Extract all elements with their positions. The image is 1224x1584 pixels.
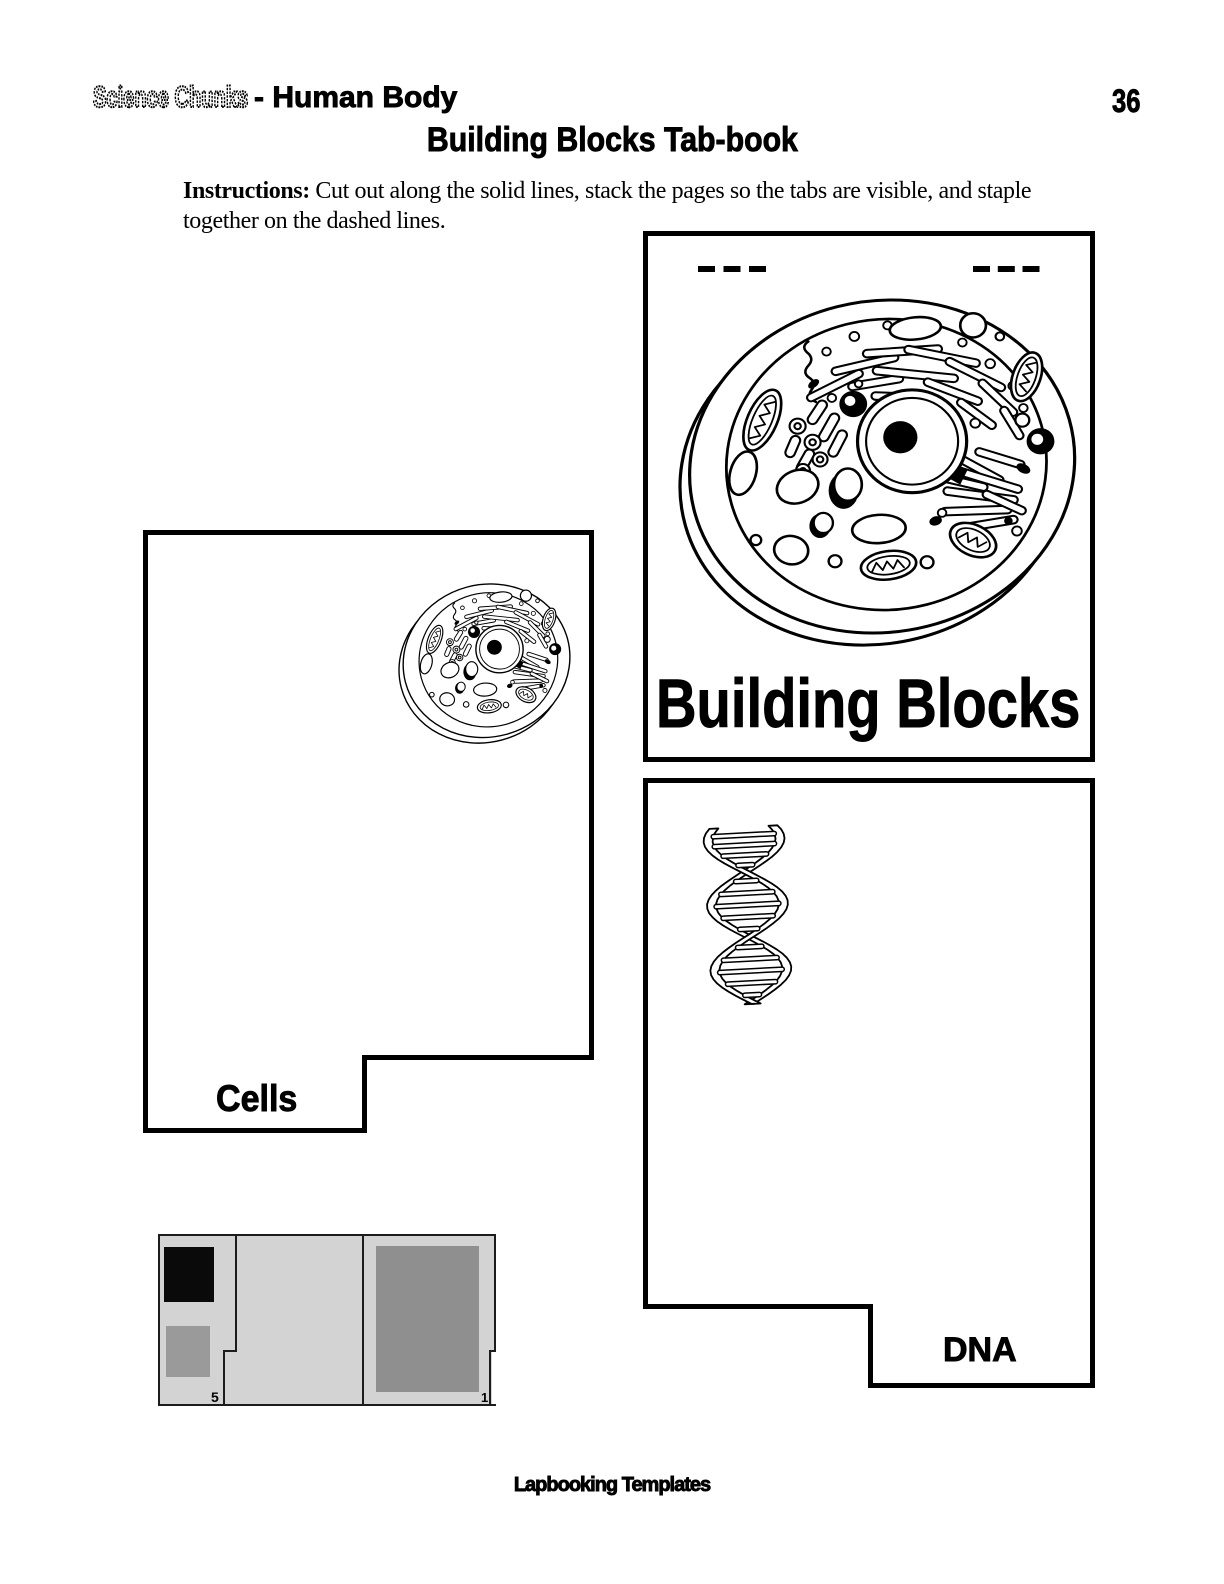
svg-text:1: 1 xyxy=(481,1390,488,1405)
svg-text:5: 5 xyxy=(211,1389,219,1405)
svg-text:Science Chunks: Science Chunks xyxy=(93,81,248,114)
svg-text:- Human Body: - Human Body xyxy=(254,81,458,114)
